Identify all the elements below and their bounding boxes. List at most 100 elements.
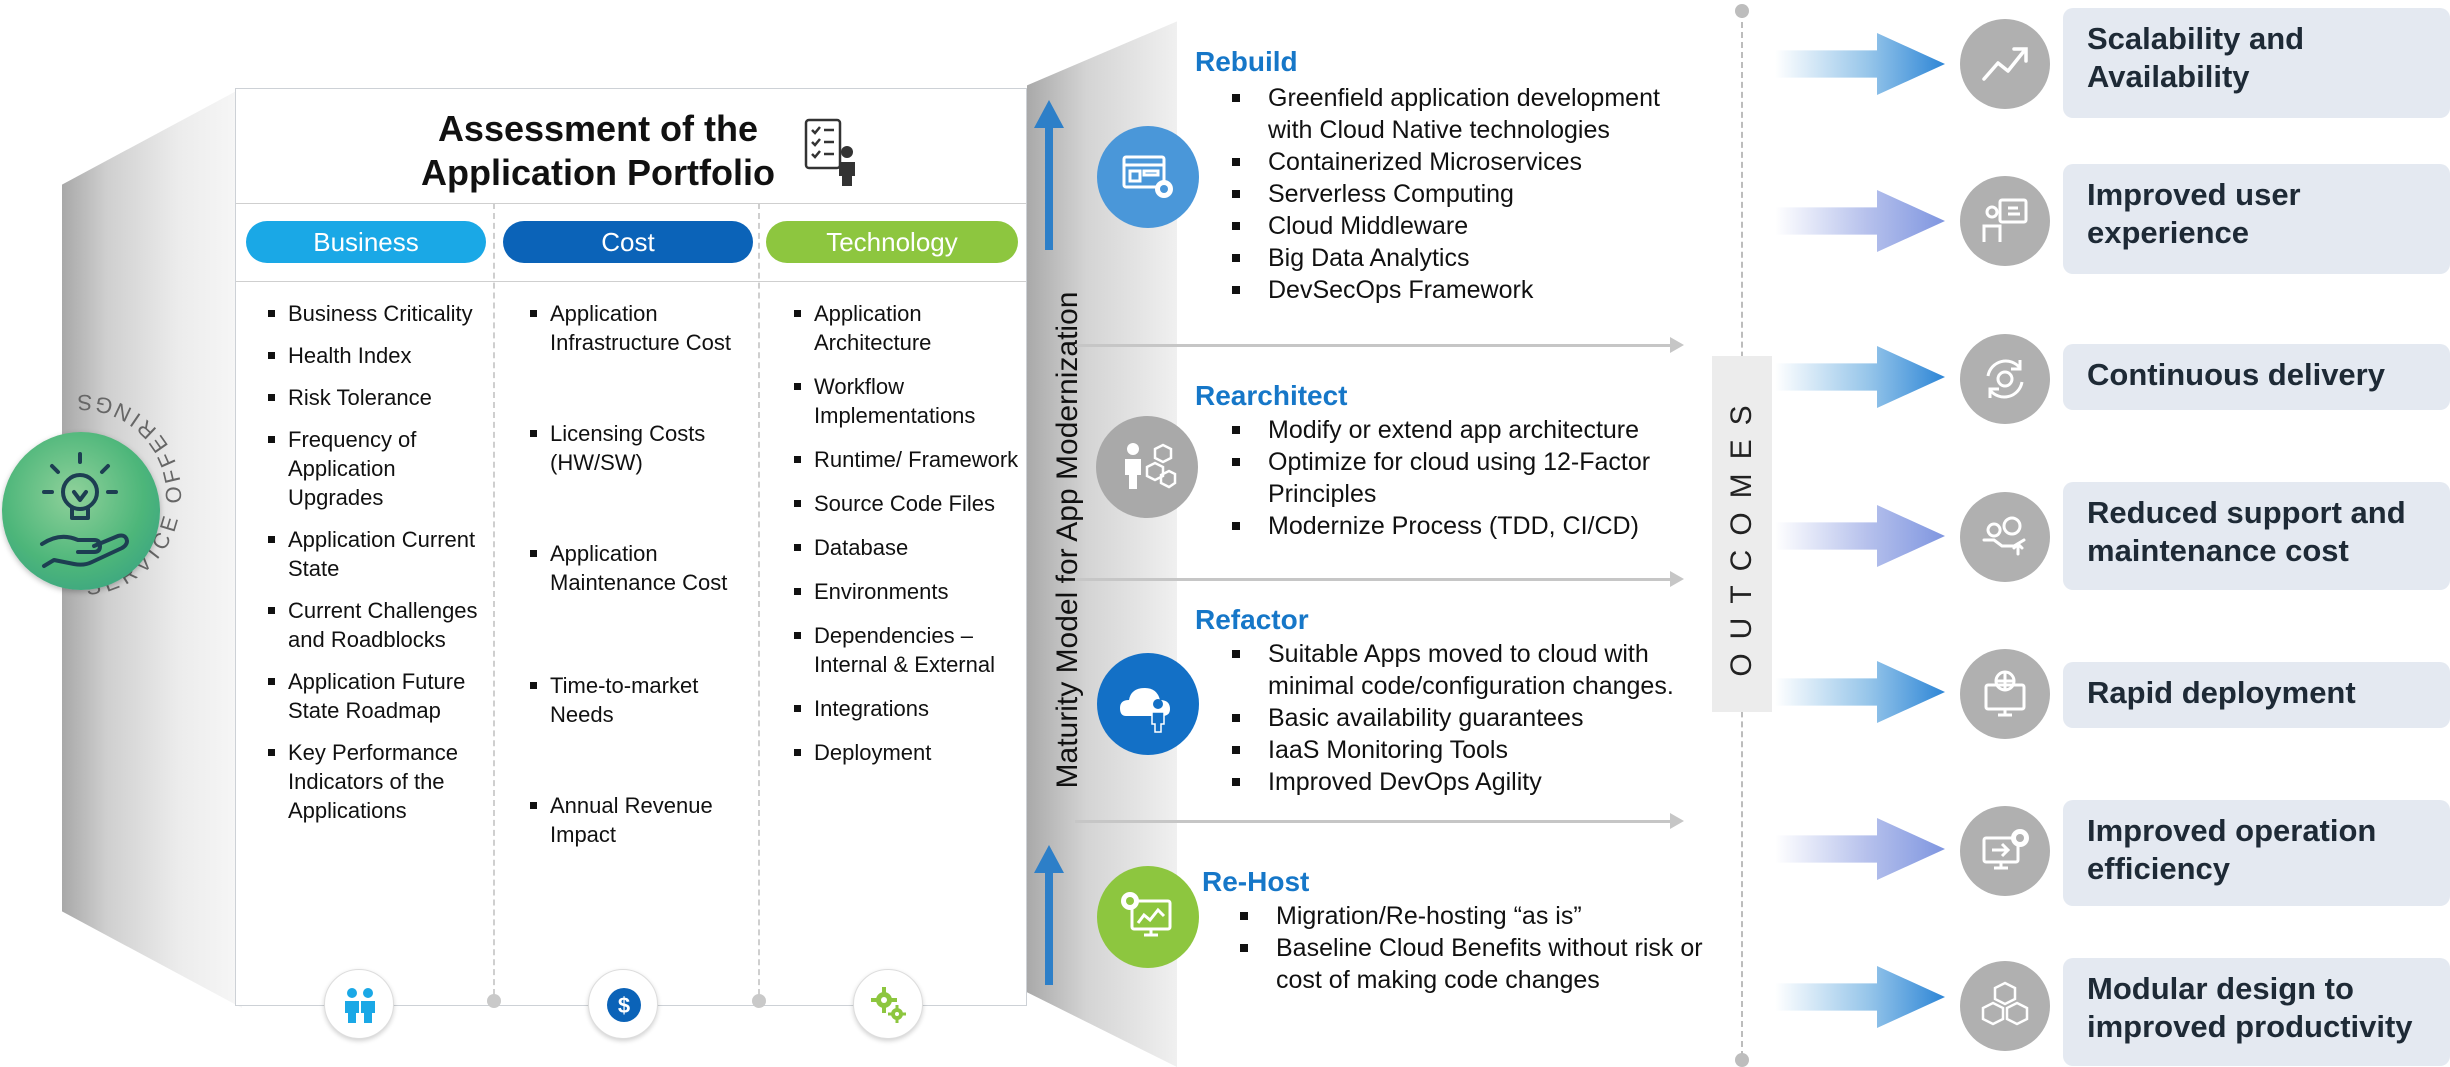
portfolio-title-line1: Assessment of the: [437, 108, 759, 149]
stage-separator: [1075, 337, 1684, 353]
list-item: DevSecOps Framework: [1228, 274, 1708, 306]
outcome-box: Reduced support and maintenance cost: [2063, 482, 2450, 590]
outcome-arrow: [1775, 505, 1945, 567]
dollar-icon: $: [607, 988, 641, 1022]
list-item: Frequency of Application Upgrades: [266, 425, 496, 512]
column-divider: [758, 203, 760, 1005]
list-item: Health Index: [266, 341, 496, 370]
outcome-text: Improved operation efficiency: [2087, 813, 2377, 886]
list-item: Business Criticality: [266, 299, 496, 328]
dashboard-gear-icon: [1122, 155, 1173, 198]
list-item: Runtime/ Framework: [792, 445, 1022, 474]
list-item: Modernize Process (TDD, CI/CD): [1228, 510, 1708, 542]
monitor-gear-icon: [1121, 892, 1172, 937]
list-item: Serverless Computing: [1228, 178, 1708, 210]
outcome-text: Improved user experience: [2087, 177, 2301, 250]
rehost-stage-badge: [1097, 866, 1199, 968]
outcome-arrow: [1775, 33, 1945, 95]
list-item: Improved DevOps Agility: [1228, 766, 1713, 798]
user-screen-icon: [1982, 198, 2028, 242]
outcome-icon-badge: [1960, 19, 2050, 109]
outcome-box: Modular design to improved productivity: [2063, 958, 2450, 1066]
cloud-person-icon: [1120, 688, 1170, 733]
list-item: Containerized Microservices: [1228, 146, 1708, 178]
cost-criteria-list: Application Infrastructure Cost Licensin…: [528, 299, 748, 849]
outcome-box: Continuous delivery: [2063, 344, 2450, 410]
cost-column-header: Cost: [503, 221, 753, 263]
outcomes-axis-end-dot: [1735, 4, 1749, 18]
outcomes-label: OUTCOMES: [1725, 391, 1758, 677]
list-item: Suitable Apps moved to cloud with minima…: [1228, 638, 1713, 702]
list-item: Source Code Files: [792, 489, 1022, 518]
list-item: Application Future State Roadmap: [266, 667, 496, 725]
outcome-text: Continuous delivery: [2087, 357, 2385, 392]
outcome-icon-badge: [1960, 334, 2050, 424]
rebuild-stage-title: Rebuild: [1195, 46, 1298, 77]
header-divider: [236, 281, 1026, 282]
list-item: Risk Tolerance: [266, 383, 496, 412]
column-divider-dot: [752, 994, 766, 1008]
outcome-text: Modular design to improved productivity: [2087, 971, 2413, 1044]
rearchitect-stage-badge: [1096, 416, 1198, 518]
list-item: Application Infrastructure Cost: [528, 299, 748, 357]
cubes-icon: [1981, 981, 2029, 1026]
list-item: Basic availability guarantees: [1228, 702, 1713, 734]
portfolio-title: Assessment of the Application Portfolio: [236, 107, 1026, 195]
outcome-text: Rapid deployment: [2087, 675, 2356, 710]
outcome-arrow: [1775, 818, 1945, 880]
refactor-stage-list: Suitable Apps moved to cloud with minima…: [1228, 638, 1713, 798]
list-item: Current Challenges and Roadblocks: [266, 596, 496, 654]
rebuild-stage-badge: [1097, 126, 1199, 228]
list-item: Cloud Middleware: [1228, 210, 1708, 242]
rebuild-stage-list: Greenfield application development with …: [1228, 82, 1708, 306]
list-item: Migration/Re-hosting “as is”: [1236, 900, 1716, 932]
refactor-stage-title: Refactor: [1195, 604, 1309, 635]
list-item: Modify or extend app architecture: [1228, 414, 1708, 446]
people-icon: [345, 988, 375, 1023]
portfolio-title-line2: Application Portfolio: [421, 152, 775, 193]
cost-footer-badge: $: [588, 969, 658, 1039]
business-footer-badge: [324, 969, 394, 1039]
outcome-box: Scalability and Availability: [2063, 8, 2450, 118]
list-item: Application Maintenance Cost: [528, 539, 748, 597]
stage-separator: [1075, 571, 1684, 587]
refactor-stage-badge: [1097, 653, 1199, 755]
outcome-arrow: [1775, 346, 1945, 408]
rehost-stage-list: Migration/Re-hosting “as is” Baseline Cl…: [1236, 900, 1716, 996]
list-item: Integrations: [792, 694, 1022, 723]
cycle-gear-icon: [1986, 359, 2024, 399]
list-item: Environments: [792, 577, 1022, 606]
outcome-icon-badge: [1960, 649, 2050, 739]
business-criteria-list: Business Criticality Health Index Risk T…: [266, 299, 496, 838]
list-item: IaaS Monitoring Tools: [1228, 734, 1713, 766]
monitor-gear-icon: [1982, 829, 2029, 870]
outcome-arrow: [1775, 966, 1945, 1028]
list-item: Database: [792, 533, 1022, 562]
list-item: Optimize for cloud using 12-Factor Princ…: [1228, 446, 1708, 510]
list-item: Workflow Implementations: [792, 372, 1022, 430]
outcome-arrow: [1775, 190, 1945, 252]
outcome-icon-badge: [1960, 806, 2050, 896]
outcome-text: Reduced support and maintenance cost: [2087, 495, 2406, 568]
outcome-box: Improved operation efficiency: [2063, 800, 2450, 906]
outcome-text: Scalability and Availability: [2087, 21, 2305, 94]
service-offerings-badge: [2, 432, 160, 590]
list-item: Key Performance Indicators of the Applic…: [266, 738, 496, 825]
outcome-box: Rapid deployment: [2063, 662, 2450, 728]
svg-text:$: $: [618, 993, 630, 1018]
column-divider-dot: [487, 994, 501, 1008]
stage-separator: [1075, 813, 1684, 829]
list-item: Annual Revenue Impact: [528, 791, 748, 849]
globe-monitor-icon: [1984, 670, 2026, 717]
list-item: Big Data Analytics: [1228, 242, 1708, 274]
outcome-icon-badge: [1960, 176, 2050, 266]
list-item: Time-to-market Needs: [528, 671, 748, 729]
lightbulb-hand-icon: [40, 452, 129, 568]
rearchitect-stage-title: Rearchitect: [1195, 380, 1348, 411]
list-item: Application Current State: [266, 525, 496, 583]
outcome-icon-badge: [1960, 961, 2050, 1051]
up-arrow-icon: [1034, 100, 1064, 250]
list-item: Baseline Cloud Benefits without risk or …: [1236, 932, 1716, 996]
outcomes-axis-end-dot: [1735, 1053, 1749, 1067]
person-blocks-icon: [1125, 443, 1177, 489]
